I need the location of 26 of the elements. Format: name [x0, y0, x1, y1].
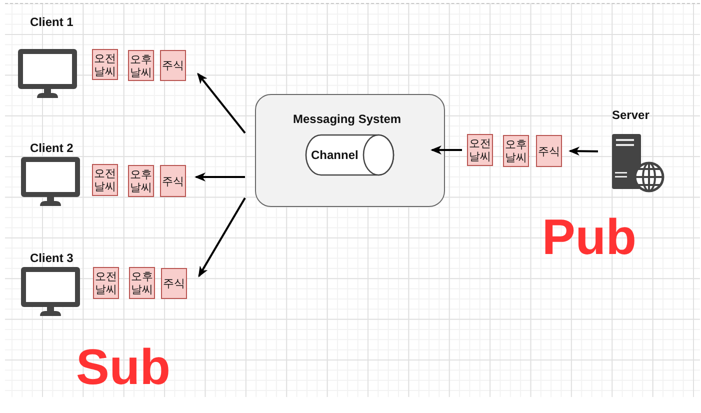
message-tile: 오후 날씨 [503, 135, 529, 167]
message-tile: 주식 [160, 165, 186, 197]
client-label: Client 3 [30, 251, 74, 265]
arrow [198, 197, 246, 278]
message-tile: 오후 날씨 [128, 50, 154, 81]
client-label: Client 2 [30, 141, 74, 155]
arrow [568, 146, 598, 156]
message-tile: 주식 [161, 268, 187, 299]
messaging-system-panel [255, 94, 445, 207]
role-label: Sub [76, 342, 170, 392]
message-tile: 오후 날씨 [128, 165, 154, 197]
arrow [197, 72, 246, 134]
client-label: Client 1 [30, 15, 74, 29]
message-tile: 주식 [536, 135, 562, 167]
message-tile: 오전 날씨 [92, 49, 118, 80]
message-tile: 오전 날씨 [93, 267, 119, 299]
message-tile: 오후 날씨 [129, 267, 155, 299]
role-label: Pub [542, 212, 636, 262]
message-tile: 오전 날씨 [467, 134, 493, 166]
server-label: Server [612, 108, 650, 122]
message-tile: 주식 [160, 50, 186, 81]
message-tile: 오전 날씨 [92, 164, 118, 196]
arrow [430, 146, 462, 155]
arrow [194, 172, 245, 182]
channel-label: Channel [311, 148, 358, 162]
panel-title: Messaging System [293, 112, 402, 126]
